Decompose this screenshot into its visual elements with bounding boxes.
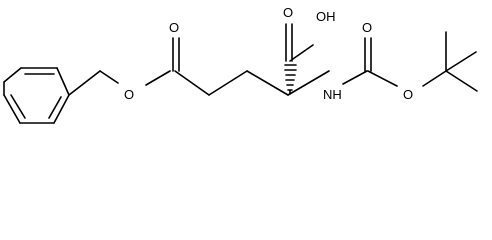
- amide-nh-label: NH: [323, 87, 342, 102]
- aliphatic-chain: [174, 70, 289, 96]
- benzene-ring: [3, 67, 70, 124]
- boc-group-bonds: [342, 31, 478, 92]
- benzyl-ester-bonds: [68, 37, 180, 96]
- ester-carbonyl-o-label: O: [169, 20, 179, 35]
- carboxyl-carbonyl-o-label: O: [283, 5, 293, 20]
- ester-ether-o-label: O: [124, 87, 134, 102]
- chemical-structure-diagram: OH O NH O O O O: [3, 5, 478, 124]
- boc-ether-o-label: O: [403, 87, 413, 102]
- alpha-carbon-bonds: [284, 23, 330, 96]
- carboxyl-oh-label: OH: [316, 9, 336, 24]
- boc-carbonyl-o-label: O: [362, 20, 372, 35]
